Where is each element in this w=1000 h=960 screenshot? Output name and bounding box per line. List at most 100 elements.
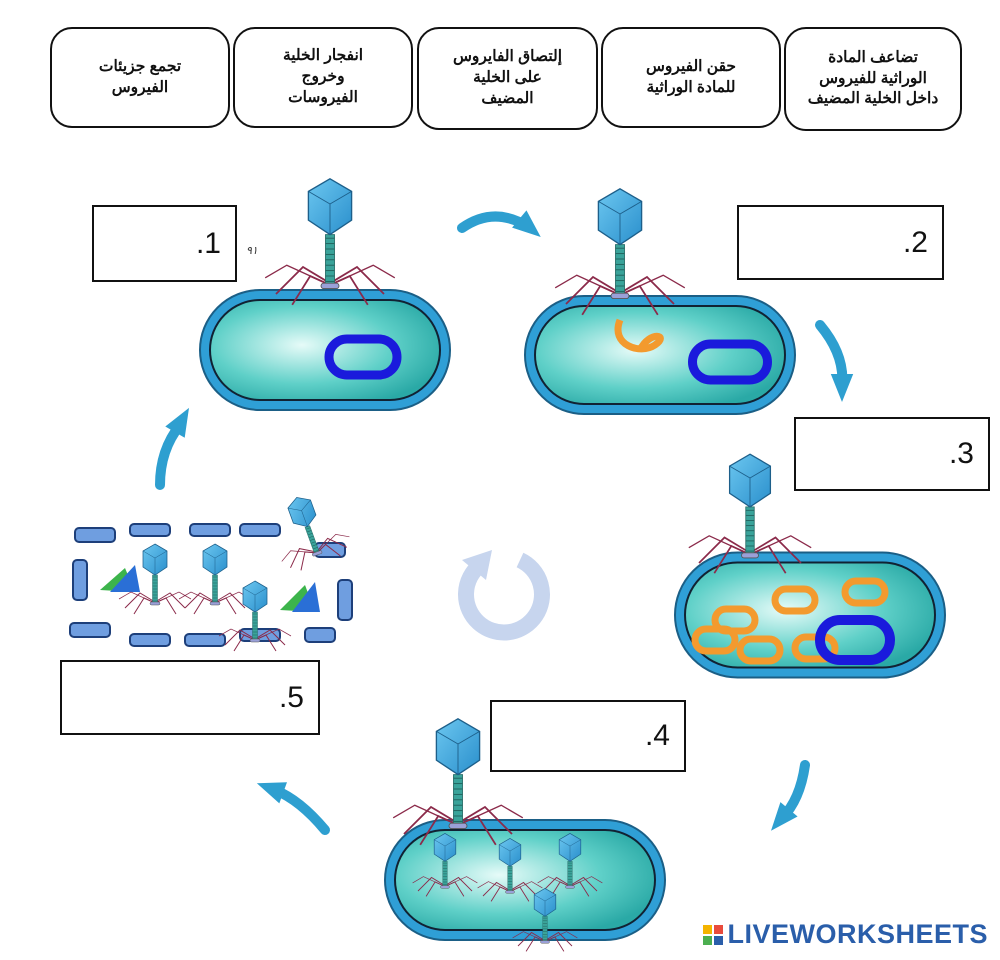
- tail-fiber: [329, 265, 385, 295]
- cell-fragment: [129, 523, 171, 537]
- tail-fiber: [275, 265, 331, 295]
- tail-fiber: [154, 591, 192, 604]
- arrow-head: [165, 407, 189, 438]
- viral-dna-copy: [791, 633, 839, 663]
- tail-ring: [311, 544, 317, 547]
- tail-fiber: [224, 629, 256, 646]
- tail-ring: [310, 541, 316, 544]
- tail-fiber: [509, 881, 543, 892]
- cell-fragment: [129, 633, 171, 647]
- answer-number: .1: [195, 226, 221, 260]
- tail-fiber: [218, 628, 256, 641]
- arrow-head: [830, 374, 854, 402]
- answer-box-1[interactable]: .1: [92, 205, 237, 282]
- liveworksheets-logo: LIVEWORKSHEETS: [703, 919, 988, 950]
- tail-fiber: [477, 881, 511, 892]
- answer-number: .4: [644, 719, 670, 752]
- cell-fragment: [189, 523, 231, 537]
- tail-fiber: [403, 805, 459, 835]
- tail-fiber: [698, 536, 751, 564]
- cell-fragment: [304, 627, 336, 643]
- stage-label-lysis[interactable]: انفجار الخلية وخروج الفيروسات: [233, 27, 413, 128]
- tail-fiber: [554, 274, 621, 296]
- answer-number: .5: [278, 680, 304, 714]
- host-cell-2: [524, 295, 796, 415]
- released-phage: [118, 543, 192, 615]
- host-dna-3: [815, 615, 895, 665]
- stage-label-replication[interactable]: تضاعف المادة الوراثية للفيروس داخل الخلي…: [784, 27, 962, 131]
- new-phage: [512, 888, 578, 952]
- new-phage: [412, 833, 478, 897]
- answer-box-2[interactable]: .2: [737, 205, 944, 280]
- phage-1: [264, 178, 396, 306]
- cell-fragment: [74, 527, 116, 543]
- phage-3: [688, 453, 812, 574]
- phage-4: [392, 718, 524, 846]
- tail-fiber: [537, 876, 571, 887]
- new-phage: [477, 838, 543, 902]
- cell-fragment: [184, 633, 226, 647]
- arrow-head: [512, 210, 541, 237]
- base-plate: [149, 601, 161, 606]
- tail-fiber: [392, 804, 459, 826]
- tail-fiber: [544, 931, 573, 947]
- released-phage: [178, 543, 252, 615]
- tail-fiber: [178, 591, 216, 604]
- viral-dna-copy: [736, 635, 784, 665]
- tail-ring: [307, 533, 313, 536]
- viral-dna-copy: [841, 577, 889, 607]
- head-facet: [301, 510, 308, 527]
- base-plate: [610, 292, 630, 300]
- arrow-5-to-1: [155, 420, 185, 490]
- cycle-icon-head: [462, 550, 492, 580]
- cell-membrane: [394, 829, 656, 931]
- protein-fragment: [292, 582, 320, 612]
- arrow-head: [256, 782, 287, 804]
- stage-label-assembly[interactable]: تجمع جزيئات الفيروس: [50, 27, 230, 128]
- answer-box-3[interactable]: .3: [794, 417, 990, 491]
- answer-box-5[interactable]: .5: [60, 660, 320, 735]
- base-plate: [209, 601, 221, 606]
- cell-membrane: [534, 305, 786, 405]
- tail-fiber: [749, 535, 812, 556]
- tail-fiber: [688, 535, 751, 556]
- tail-fiber: [544, 931, 578, 942]
- viral-dna-copy: [771, 585, 819, 615]
- tail-fiber: [457, 805, 513, 835]
- base-plate: [741, 552, 759, 559]
- cell-fragment: [239, 628, 281, 642]
- phage-2: [554, 188, 686, 316]
- arrow-head: [771, 802, 798, 831]
- tail-fiber: [254, 629, 286, 646]
- tail-ring: [312, 547, 318, 550]
- stage-label-injection[interactable]: حقن الفيروس للمادة الوراثية: [601, 27, 781, 128]
- handwritten-scribble: ٩١: [246, 245, 258, 257]
- answer-box-4[interactable]: .4: [490, 700, 686, 772]
- viral-dna-2: [614, 318, 664, 353]
- tail-fiber: [264, 264, 331, 286]
- base-plate: [505, 890, 515, 894]
- tail-fiber: [482, 881, 511, 897]
- base-plate: [440, 885, 450, 889]
- tail-ring: [313, 549, 319, 553]
- tail-fiber: [316, 537, 348, 553]
- answer-number: .3: [948, 437, 974, 470]
- tail-ring: [308, 535, 314, 539]
- tail-fiber: [444, 876, 473, 892]
- stage-label-attachment[interactable]: إلتصاق الفايروس على الخلية المضيف: [417, 27, 598, 130]
- tail-fiber: [184, 592, 216, 609]
- tail-fiber: [254, 628, 292, 641]
- base-plate: [540, 940, 550, 944]
- logo-icon: [703, 924, 724, 945]
- tail-fiber: [417, 876, 446, 892]
- cycle-icon: [458, 552, 550, 641]
- cell-fragment: [72, 559, 88, 601]
- tail-fiber: [457, 804, 524, 826]
- tail-ring: [309, 538, 315, 541]
- tail-fiber: [569, 876, 603, 887]
- cell-fragment: [239, 523, 281, 537]
- tail-fiber: [565, 275, 621, 305]
- tail-fiber: [281, 550, 318, 562]
